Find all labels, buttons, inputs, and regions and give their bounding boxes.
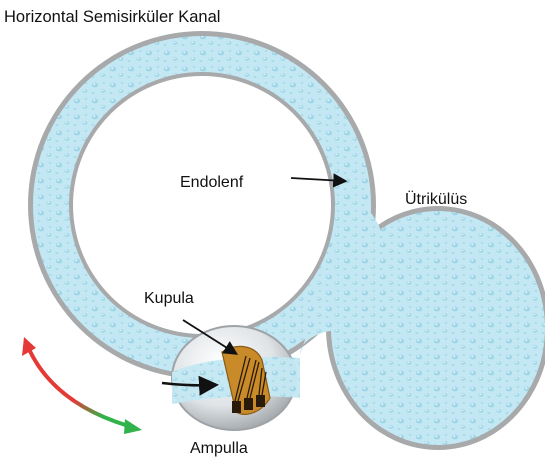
diagram-title: Horizontal Semisirküler Kanal [4, 8, 220, 26]
head-motion-arrow-shaft [28, 347, 132, 427]
ampulla-label: Ampulla [190, 440, 248, 457]
endolymph-label: Endolenf [180, 174, 244, 191]
head-motion-arrowhead-green [124, 419, 142, 434]
utricle-label: Ütrikülüs [405, 190, 467, 208]
canal-ring-lumen [73, 76, 331, 334]
cupula-label: Kupula [144, 290, 194, 307]
